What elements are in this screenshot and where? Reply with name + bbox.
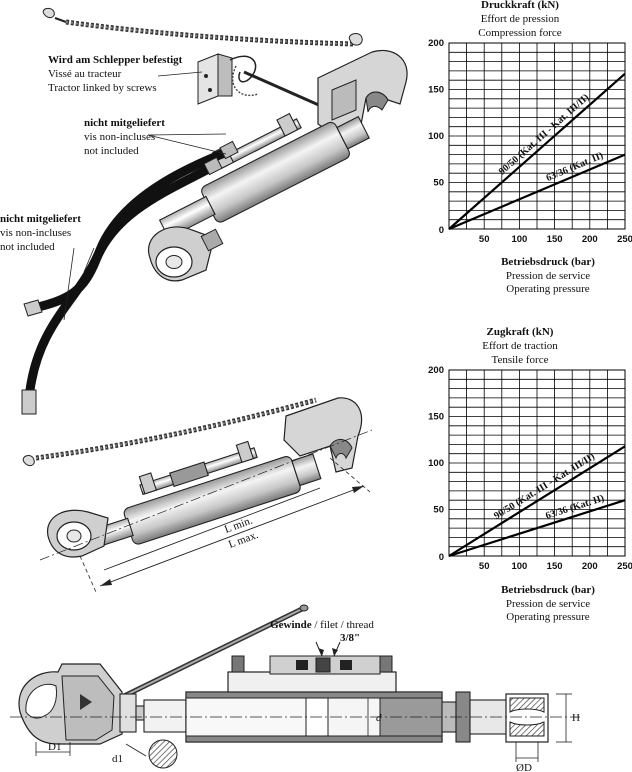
chart-0-xlabel: Betriebsdruck (bar) bbox=[501, 256, 595, 268]
not-included-label-2: nicht mitgeliefert vis non-incluses not … bbox=[0, 213, 81, 253]
chart-1-xtick-label: 50 bbox=[479, 561, 490, 572]
tractor-label-fr: Vissé au tracteur bbox=[48, 68, 122, 80]
chart-0-subtitle-en: Compression force bbox=[478, 27, 562, 39]
chart-1-ticks: 50 100 150 200 250 50 100 150 200 0 bbox=[428, 365, 632, 572]
chart-0-xlabel-en: Operating pressure bbox=[506, 283, 590, 295]
chart-1-series-label-1: 63/36 (Kat. II) bbox=[544, 493, 605, 522]
chart-1-title: Zugkraft (kN) bbox=[487, 326, 554, 338]
not-included-1-de: nicht mitgeliefert bbox=[84, 117, 165, 129]
chart-1-series-line-0 bbox=[448, 445, 626, 557]
chart-1-ytick-label: 50 bbox=[433, 505, 444, 516]
chart-0-xtick-label: 200 bbox=[582, 234, 598, 245]
chart-1-ytick-label: 100 bbox=[428, 458, 444, 469]
top-rod-eye bbox=[147, 226, 224, 282]
leader-lines-top bbox=[63, 71, 227, 321]
chart-0-ytick-label: 150 bbox=[428, 85, 444, 96]
tensile-force-chart: Zugkraft (kN) Effort de traction Tensile… bbox=[428, 326, 632, 623]
chart-0-series-line-0 bbox=[448, 72, 626, 230]
thread-size: 3/8" bbox=[340, 632, 360, 644]
chart-1-series-line-1 bbox=[448, 499, 626, 558]
od-label: ØD bbox=[516, 762, 532, 772]
chart-1-xtick-label: 150 bbox=[547, 561, 563, 572]
chart-0-grid bbox=[448, 42, 626, 230]
chart-0-series-line-1 bbox=[448, 153, 626, 231]
d1-left-label: D1 bbox=[48, 741, 61, 753]
chart-0-xtick-label: 50 bbox=[479, 234, 490, 245]
chart-0-xtick-label: 250 bbox=[617, 234, 632, 245]
chart-1-ytick-label: 150 bbox=[428, 412, 444, 423]
chart-1-xtick-label: 100 bbox=[511, 561, 527, 572]
chart-1-xlabel-en: Operating pressure bbox=[506, 611, 590, 623]
not-included-2-de: nicht mitgeliefert bbox=[0, 213, 81, 225]
chart-0-xtick-label: 150 bbox=[547, 234, 563, 245]
tractor-label-de: Wird am Schlepper befestigt bbox=[48, 54, 183, 66]
top-safety-chain bbox=[42, 7, 363, 47]
h-label: H bbox=[572, 712, 580, 724]
thread-label-en: thread bbox=[346, 619, 374, 631]
not-included-2-fr: vis non-incluses bbox=[0, 227, 71, 239]
svg-text:Gewinde / filet / thread: Gewinde / filet / thread bbox=[270, 619, 374, 631]
middle-cylinder-illustration bbox=[22, 397, 373, 593]
chart-1-subtitle-en: Tensile force bbox=[492, 354, 549, 366]
oil-tube bbox=[227, 671, 397, 693]
chart-1-xlabel: Betriebsdruck (bar) bbox=[501, 584, 595, 596]
chart-0-title: Druckkraft (kN) bbox=[481, 0, 559, 11]
tractor-bracket bbox=[197, 53, 259, 105]
middle-cylinder bbox=[92, 440, 322, 548]
thread-label-de: Gewinde bbox=[270, 619, 312, 631]
chart-1-xtick-label: 250 bbox=[617, 561, 632, 572]
not-included-2-en: not included bbox=[0, 241, 55, 253]
not-included-label-1: nicht mitgeliefert vis non-incluses not … bbox=[84, 117, 165, 157]
chart-0-ytick-label: 200 bbox=[428, 38, 444, 49]
chart-1-subtitle-fr: Effort de traction bbox=[482, 340, 558, 352]
section-drawing bbox=[10, 604, 580, 769]
chart-0-xlabel-fr: Pression de service bbox=[506, 270, 590, 282]
chart-0-subtitle-fr: Effort de pression bbox=[481, 13, 560, 25]
tractor-link-label: Wird am Schlepper befestigt Vissé au tra… bbox=[48, 54, 183, 94]
hydraulic-hoses bbox=[21, 140, 239, 415]
not-included-1-fr: vis non-incluses bbox=[84, 131, 155, 143]
not-included-1-en: not included bbox=[84, 145, 139, 157]
chart-0-origin-label: 0 bbox=[439, 225, 444, 236]
chart-1-ytick-label: 200 bbox=[428, 365, 444, 376]
d-inner-label: d bbox=[376, 712, 382, 724]
tractor-label-en: Tractor linked by screws bbox=[48, 82, 157, 94]
chart-0-ticks: 50 100 150 200 250 50 100 150 200 0 bbox=[428, 38, 632, 245]
top-cylinder-illustration bbox=[21, 7, 408, 415]
d1-section bbox=[148, 739, 178, 769]
chart-0-ytick-label: 50 bbox=[433, 178, 444, 189]
chart-1-xtick-label: 200 bbox=[582, 561, 598, 572]
chart-0-xtick-label: 100 bbox=[511, 234, 527, 245]
middle-safety-chain bbox=[22, 397, 317, 467]
top-hook bbox=[317, 50, 408, 139]
chart-1-xlabel-fr: Pression de service bbox=[506, 598, 590, 610]
d1-small-label: d1 bbox=[112, 753, 123, 765]
thread-label: Gewinde / filet / thread 3/8" bbox=[270, 619, 374, 644]
chart-1-origin-label: 0 bbox=[439, 552, 444, 563]
length-dimensions bbox=[79, 457, 371, 593]
compression-force-chart: Druckkraft (kN) Effort de pression Compr… bbox=[428, 0, 632, 295]
thread-label-fr: / filet / bbox=[312, 619, 347, 631]
chart-0-ytick-label: 100 bbox=[428, 131, 444, 142]
